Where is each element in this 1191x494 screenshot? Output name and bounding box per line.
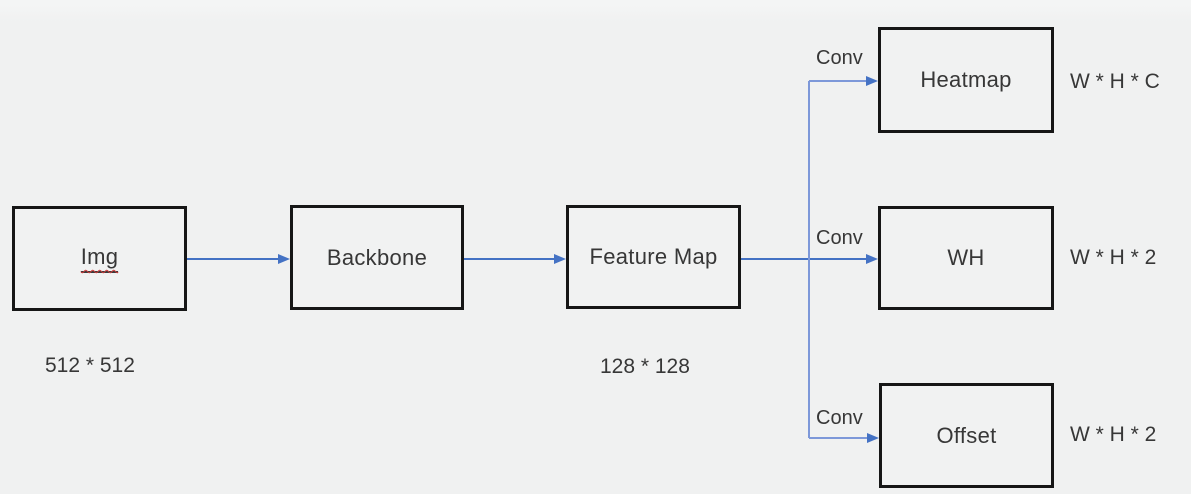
node-feature-map-label: Feature Map: [589, 244, 718, 269]
edge-label-conv-bottom: Conv: [816, 407, 863, 429]
edge-label-conv-top: Conv: [816, 47, 863, 69]
node-backbone-label: Backbone: [326, 244, 428, 270]
node-backbone: Backbone: [290, 205, 464, 310]
node-img: Img: [12, 206, 187, 311]
node-heatmap: Heatmap: [878, 27, 1054, 133]
node-img-label: Img: [80, 244, 119, 273]
node-offset: Offset: [879, 383, 1054, 488]
node-offset-label: Offset: [936, 422, 997, 448]
heatmap-shape-label: W * H * C: [1070, 70, 1160, 93]
node-feature-map: Feature Map: [566, 205, 741, 309]
edge-label-conv-middle: Conv: [816, 227, 863, 249]
feature-map-size-label: 128 * 128: [600, 355, 690, 378]
node-wh-label: WH: [947, 245, 985, 270]
wh-shape-label: W * H * 2: [1070, 246, 1157, 269]
node-heatmap-label: Heatmap: [920, 67, 1012, 92]
img-size-label: 512 * 512: [45, 354, 135, 377]
offset-shape-label: W * H * 2: [1070, 423, 1157, 446]
node-wh: WH: [878, 206, 1054, 310]
